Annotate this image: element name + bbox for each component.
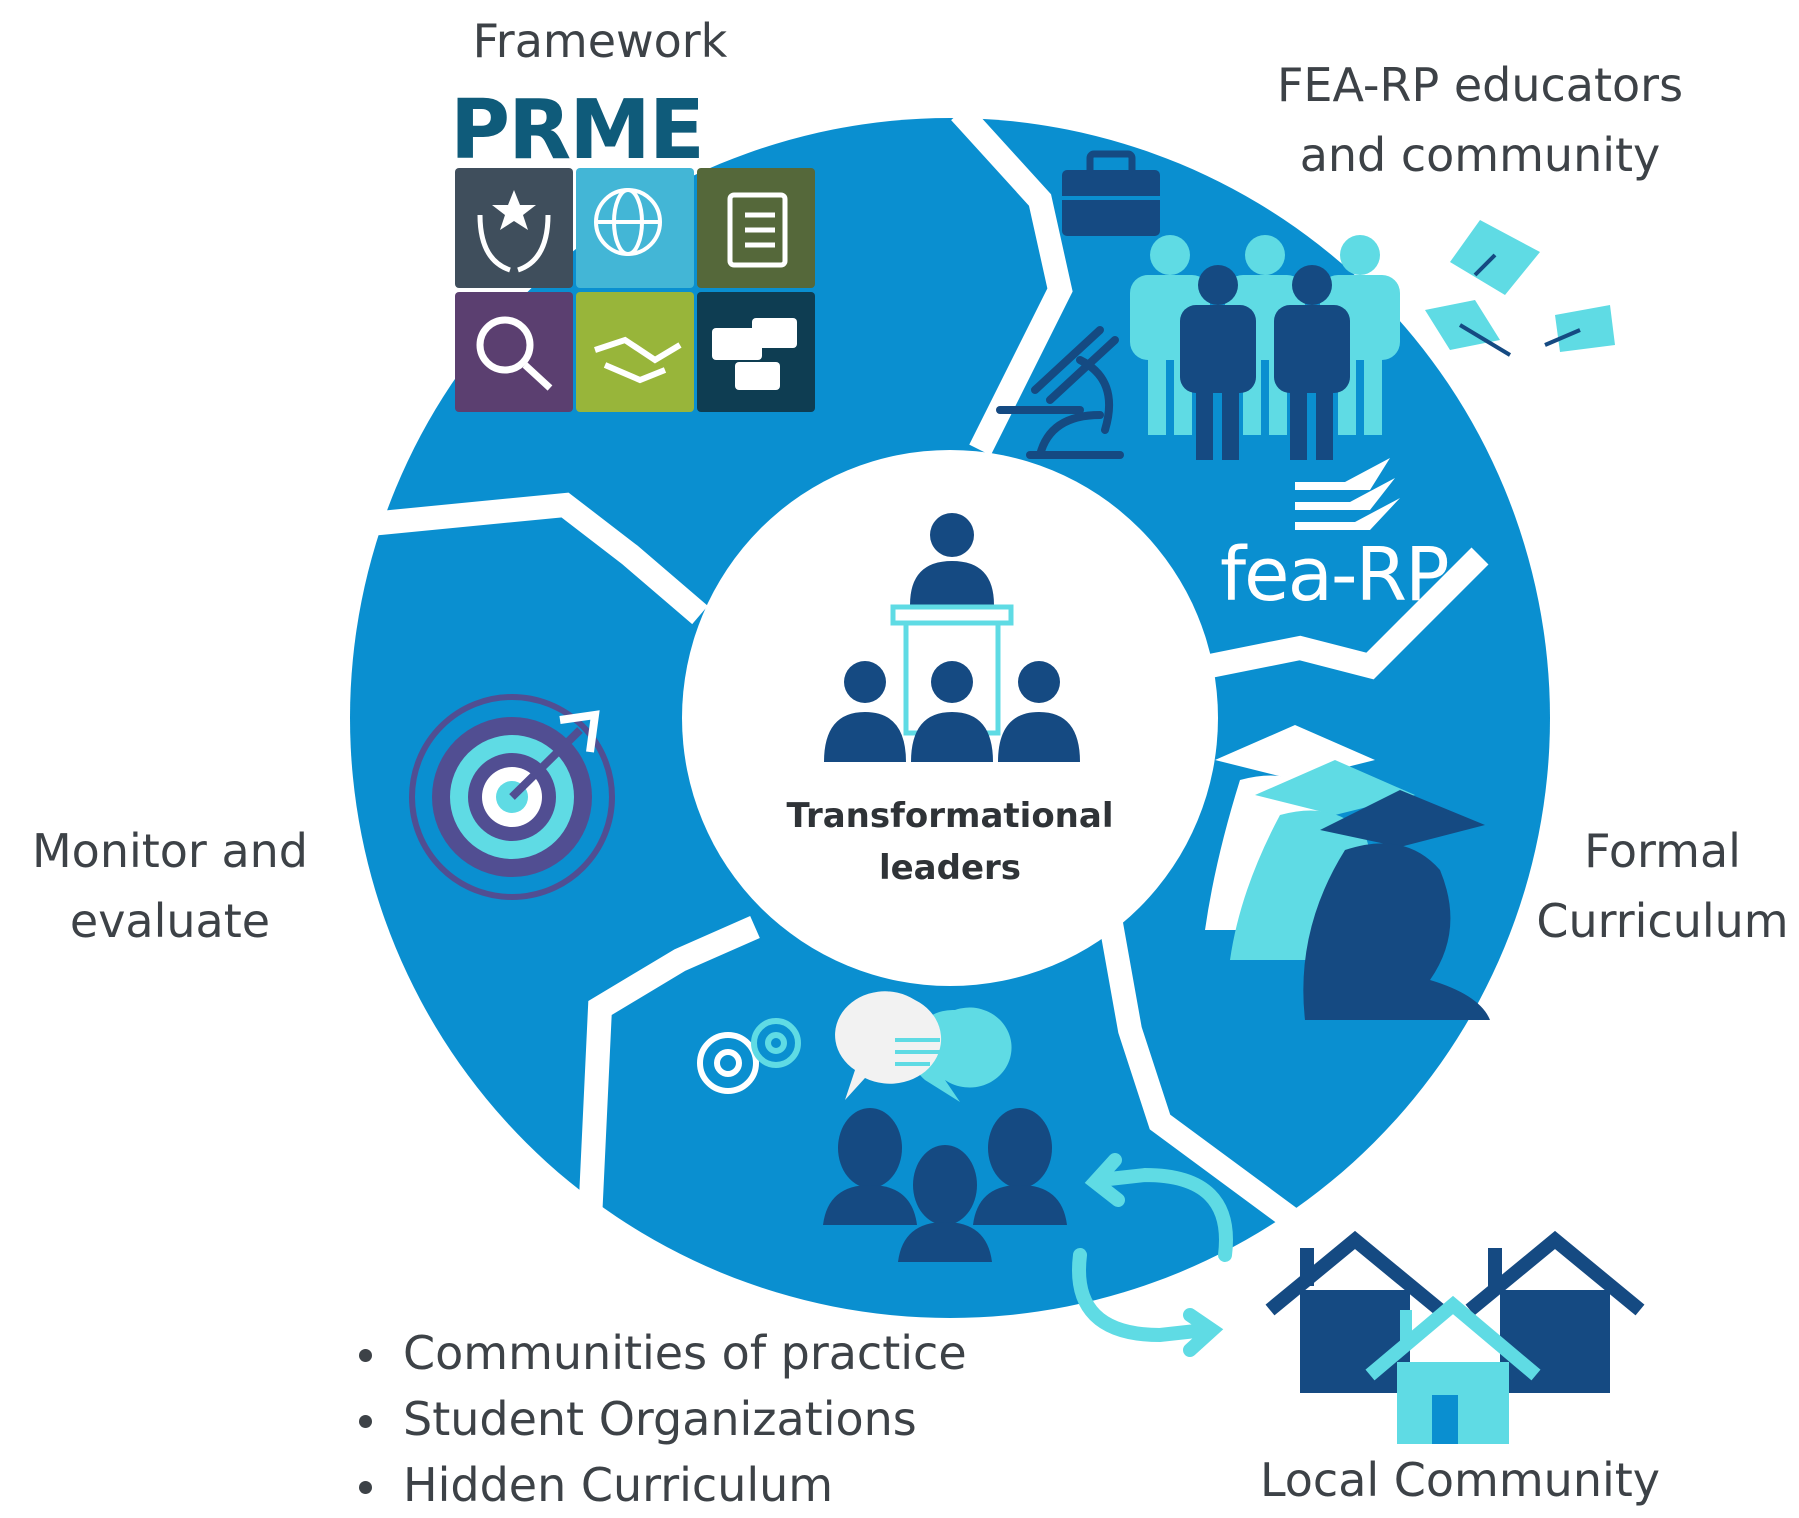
monitor-evaluate-title: Monitor and evaluate (31, 824, 309, 948)
educators-title: FEA-RP educators and community (1276, 58, 1684, 182)
center-title: Transformational leaders (786, 796, 1114, 888)
communities-list: Communities of practice Student Organiza… (355, 1320, 967, 1518)
gears-icon (697, 1018, 801, 1094)
prme-tile-5 (576, 292, 694, 412)
prme-principles-tiles (455, 168, 815, 412)
local-community-title: Local Community (1259, 1453, 1661, 1507)
houses-icon (1265, 1230, 1645, 1444)
exchange-arrows-icon (1072, 1153, 1233, 1357)
target-icon (409, 694, 615, 900)
mortarboards-icon (1425, 220, 1615, 357)
speech-bubbles-icon (835, 991, 1012, 1102)
globe-hand-icon (594, 188, 662, 256)
briefcase-icon (1062, 150, 1160, 236)
microscope-icon (996, 326, 1124, 459)
presenter-audience-icon (824, 513, 1080, 762)
prme-logo: PRME (450, 83, 705, 178)
fea-rp-logo: fea-RP (1220, 532, 1450, 618)
graduates-icon (1205, 725, 1490, 1020)
handshake-icon (594, 336, 682, 384)
notebook-icon (727, 192, 788, 268)
educators-group-icon (1130, 235, 1400, 460)
prme-tile-4 (455, 292, 573, 412)
prme-tile-1 (455, 168, 573, 288)
list-item: Hidden Curriculum (355, 1452, 967, 1518)
list-item: Communities of practice (355, 1320, 967, 1386)
formal-curriculum-title: Formal Curriculum (1536, 824, 1789, 948)
magnifier-icon (476, 316, 553, 391)
community-people-icon (823, 1108, 1067, 1262)
prme-tile-2 (576, 168, 694, 288)
framework-title: Framework (472, 14, 728, 68)
fea-rp-logo-mark (1295, 458, 1400, 530)
list-item: Student Organizations (355, 1386, 967, 1452)
hands-star-icon (477, 190, 551, 273)
chat-bubbles-icon (712, 318, 797, 390)
